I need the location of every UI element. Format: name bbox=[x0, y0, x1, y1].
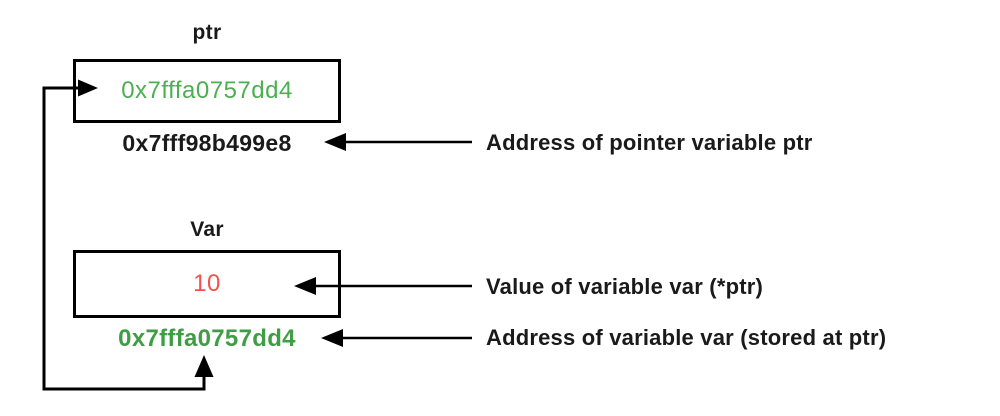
ptr-stored-value: 0x7fffa0757dd4 bbox=[121, 77, 293, 104]
arrowhead-into-ptr-box-icon bbox=[78, 79, 98, 97]
var-box bbox=[73, 250, 341, 318]
ptr-box bbox=[73, 59, 341, 123]
var-own-address: 0x7fffa0757dd4 bbox=[118, 325, 296, 352]
arrowhead-var-value-icon bbox=[294, 277, 316, 295]
annotation-var-address: Address of variable var (stored at ptr) bbox=[486, 325, 887, 350]
annotation-ptr-address: Address of pointer variable ptr bbox=[486, 130, 813, 155]
pointer-loop-connector bbox=[42, 86, 206, 391]
annotation-var-value: Value of variable var (*ptr) bbox=[486, 274, 764, 299]
arrowhead-var-address-icon bbox=[321, 329, 343, 347]
ptr-own-address: 0x7fff98b499e8 bbox=[122, 130, 292, 156]
var-box-title: Var bbox=[190, 218, 224, 241]
arrowhead-up-to-var-address-icon bbox=[194, 355, 214, 377]
ptr-box-title: ptr bbox=[192, 21, 222, 44]
arrowhead-ptr-address-icon bbox=[324, 133, 346, 151]
var-stored-value: 10 bbox=[193, 270, 221, 297]
